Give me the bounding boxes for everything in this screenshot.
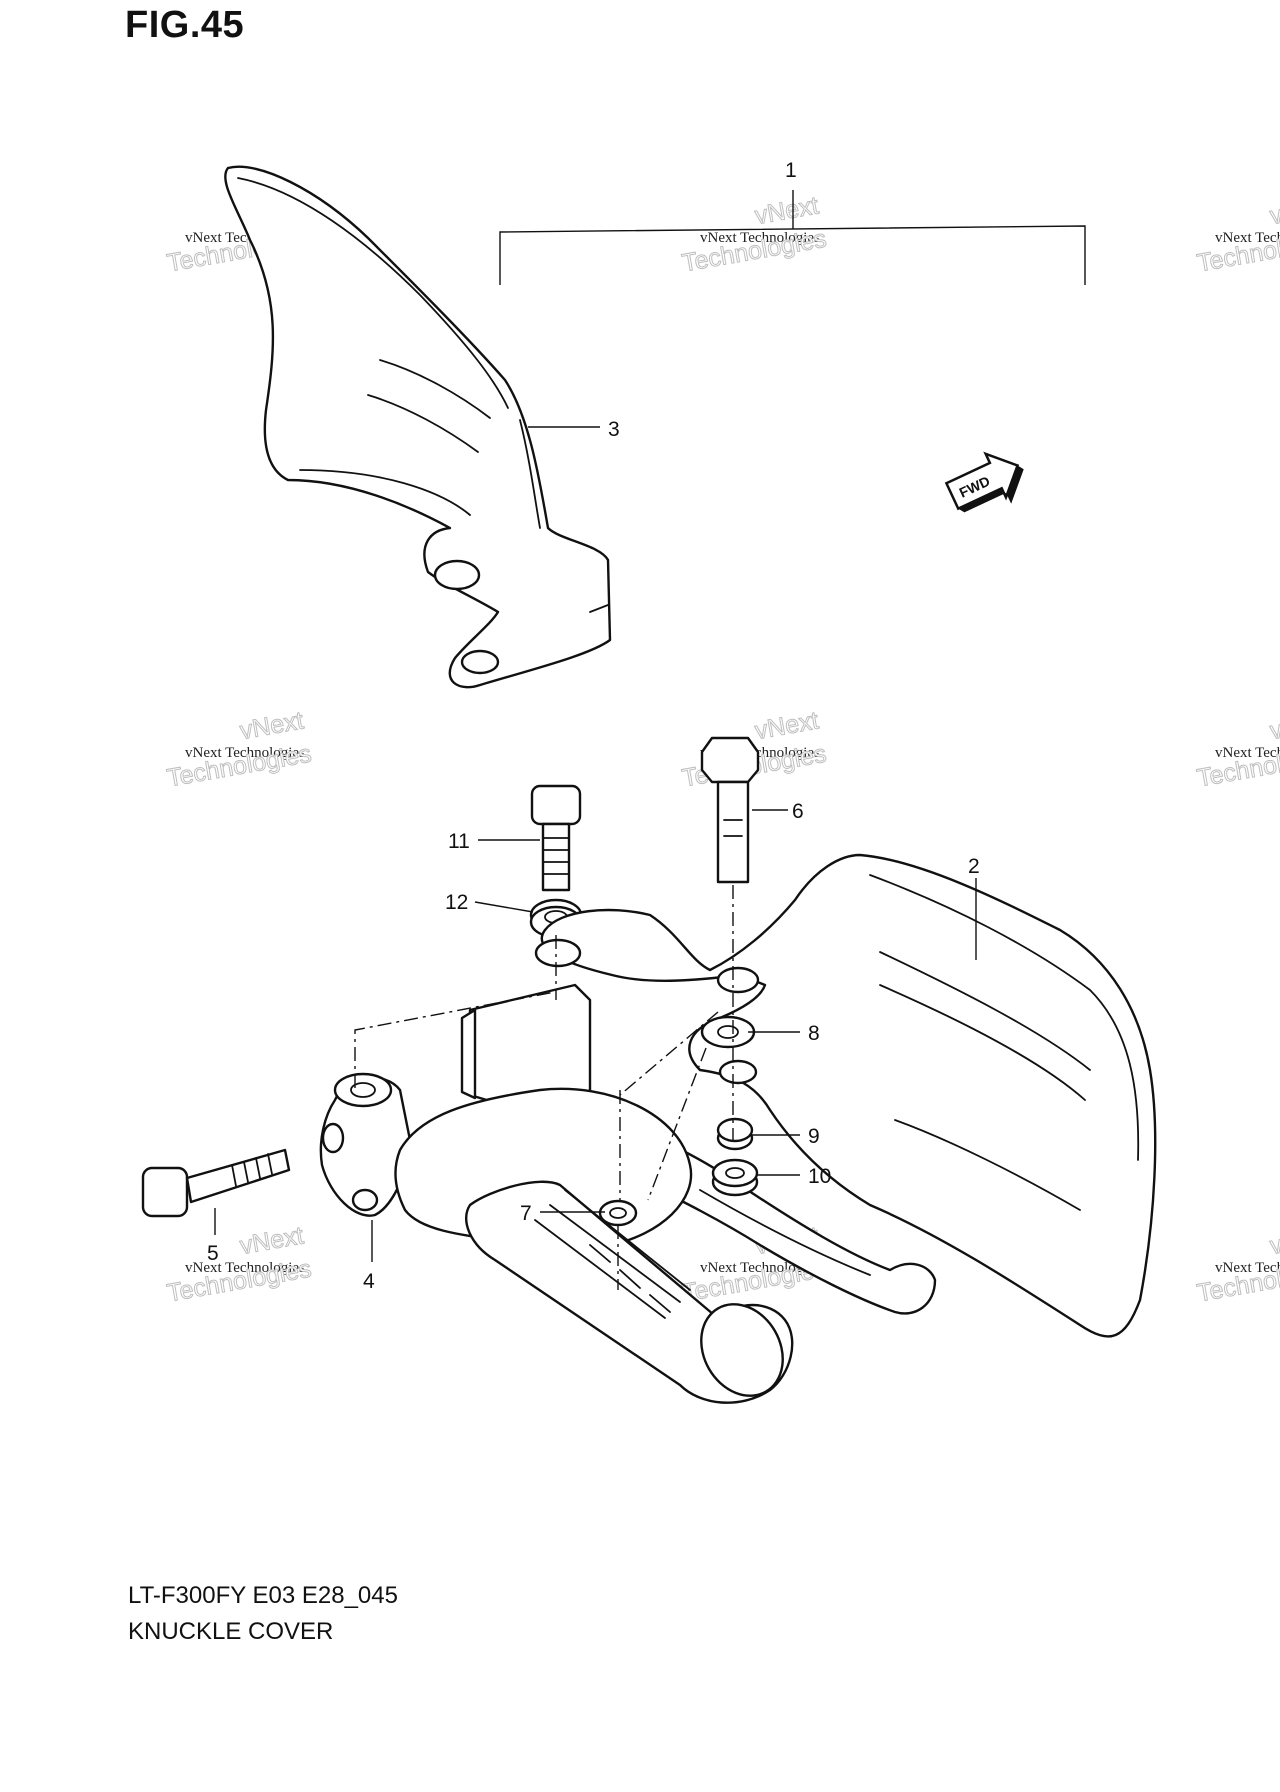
callout-9: 9 — [808, 1125, 820, 1148]
callouts: 1 2 3 4 5 6 7 8 9 10 11 12 — [207, 159, 980, 1293]
figure-title: FIG.45 — [125, 4, 245, 46]
watermark: vNext Technologies Technologies vNext — [1194, 1221, 1280, 1308]
watermark-top: vNext — [753, 706, 821, 745]
callout-2: 2 — [968, 855, 980, 878]
watermark-text: vNext Technologies — [1215, 1260, 1280, 1276]
washer-8 — [700, 1015, 756, 1049]
watermark: vNext Technologies Technologies vNext — [164, 1221, 314, 1308]
collar-bolt-6 — [700, 736, 760, 884]
leader-lines — [214, 426, 977, 1262]
watermark-text: vNext Technologies — [1215, 230, 1280, 246]
watermark-text: vNext Technologies — [700, 1260, 820, 1276]
callout-7: 7 — [520, 1202, 532, 1225]
bolt-5 — [141, 1148, 291, 1218]
watermark-top: vNext — [238, 706, 306, 745]
nut-10 — [711, 1158, 759, 1197]
watermark-text: vNext Technologies — [700, 230, 820, 246]
lever-bracket-4 — [319, 983, 592, 1217]
watermark-top: vNext — [753, 191, 821, 230]
knuckle-cover-right — [534, 853, 1157, 1338]
callout-12: 12 — [445, 891, 468, 914]
callout-6: 6 — [792, 800, 804, 823]
callout-3: 3 — [608, 418, 620, 441]
watermark-text: vNext Technologies — [185, 745, 305, 761]
watermark: vNext Technologies Technologies vNext — [1194, 706, 1280, 793]
callout-10: 10 — [808, 1165, 831, 1188]
callout-8: 8 — [808, 1022, 820, 1045]
callout-4: 4 — [363, 1270, 375, 1293]
fwd-badge: FWD — [944, 451, 1024, 513]
watermark: vNext Technologies Technologies vNext — [164, 706, 314, 793]
watermark-top: vNext — [1268, 191, 1280, 230]
bolt-11 — [530, 784, 582, 892]
watermark-top: vNext — [238, 1221, 306, 1260]
collar-9 — [716, 1117, 754, 1151]
watermark: vNext Technologies Technologies vNext — [1194, 191, 1280, 278]
collar-7 — [598, 1199, 638, 1227]
figure-name: KNUCKLE COVER — [128, 1618, 334, 1645]
callout-1: 1 — [785, 159, 797, 182]
alignment-lines — [354, 885, 734, 1290]
knuckle-cover-left — [224, 165, 612, 689]
watermark-text: vNext Technologies — [1215, 745, 1280, 761]
callout-11: 11 — [448, 830, 470, 853]
watermark-text: vNext Technologies — [185, 1260, 305, 1276]
callout-5: 5 — [207, 1242, 219, 1265]
model-code: LT-F300FY E03 E28_045 — [128, 1582, 398, 1609]
watermark: vNext Technologies Technologies vNext — [679, 191, 829, 278]
watermark-top: vNext — [1268, 706, 1280, 745]
assembly-bracket — [499, 190, 1086, 285]
watermark-top: vNext — [1268, 1221, 1280, 1260]
